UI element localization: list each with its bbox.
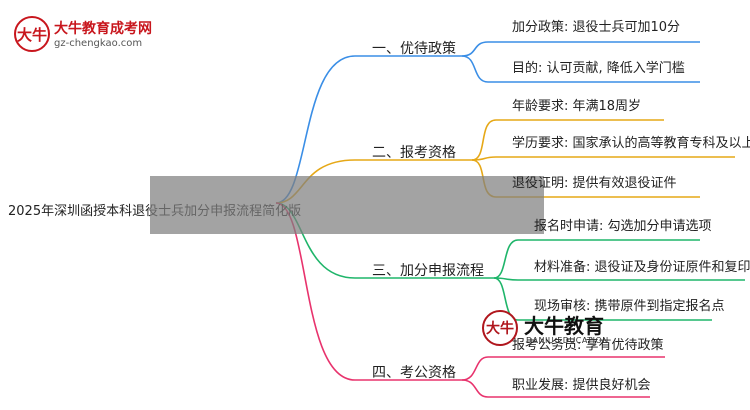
connector-branch-1-leaf-2 <box>461 55 700 83</box>
connector-branch-1-leaf-1 <box>461 41 700 57</box>
connector-branch-3-leaf-2 <box>493 277 745 281</box>
branch-3-leaf-3: 现场审核: 携带原件到指定报名点 <box>534 299 725 314</box>
branch-2-leaf-3: 退役证明: 提供有效退役证件 <box>512 176 677 191</box>
branch-3-label: 三、加分申报流程 <box>372 263 484 279</box>
site-logo[interactable]: 大牛 大牛教育成考网 gz-chengkao.com <box>14 16 164 56</box>
branch-1-label: 一、优待政策 <box>372 41 456 57</box>
gray-overlay-band <box>150 176 544 234</box>
branch-2-leaf-1: 年龄要求: 年满18周岁 <box>512 99 642 114</box>
watermark-logo: 大牛 大牛教育 DANIU EDUCATION <box>482 308 612 350</box>
branch-4-leaf-2: 职业发展: 提供良好机会 <box>512 378 651 393</box>
logo-mark-icon: 大牛 <box>14 16 50 52</box>
branch-4-leaf-1: 报考公务员: 享有优待政策 <box>512 338 664 353</box>
connector-branch-4-leaf-2 <box>461 379 650 398</box>
branch-3-leaf-1: 报名时申请: 勾选加分申请选项 <box>534 219 712 234</box>
logo-url: gz-chengkao.com <box>54 38 143 49</box>
connector-branch-2-leaf-1 <box>471 119 664 161</box>
branch-4-label: 四、考公资格 <box>372 365 456 381</box>
watermark-name: 大牛教育 <box>524 314 604 338</box>
branch-1-leaf-1: 加分政策: 退役士兵可加10分 <box>512 20 681 35</box>
branch-1-leaf-2: 目的: 认可贡献, 降低入学门槛 <box>512 61 685 76</box>
logo-name: 大牛教育成考网 <box>54 21 152 37</box>
branch-3-leaf-2: 材料准备: 退役证及身份证原件和复印件 <box>534 260 750 275</box>
branch-2-label: 二、报考资格 <box>372 145 456 161</box>
connector-branch-3-leaf-3 <box>493 277 712 321</box>
watermark-mark-icon: 大牛 <box>482 310 518 346</box>
branch-2-leaf-2: 学历要求: 国家承认的高等教育专科及以上 <box>512 136 750 151</box>
watermark-en: DANIU EDUCATION <box>526 336 609 345</box>
connector-branch-4-leaf-1 <box>461 356 665 381</box>
connector-branch-2-leaf-2 <box>471 156 735 161</box>
connector-branch-3-leaf-1 <box>493 239 700 279</box>
